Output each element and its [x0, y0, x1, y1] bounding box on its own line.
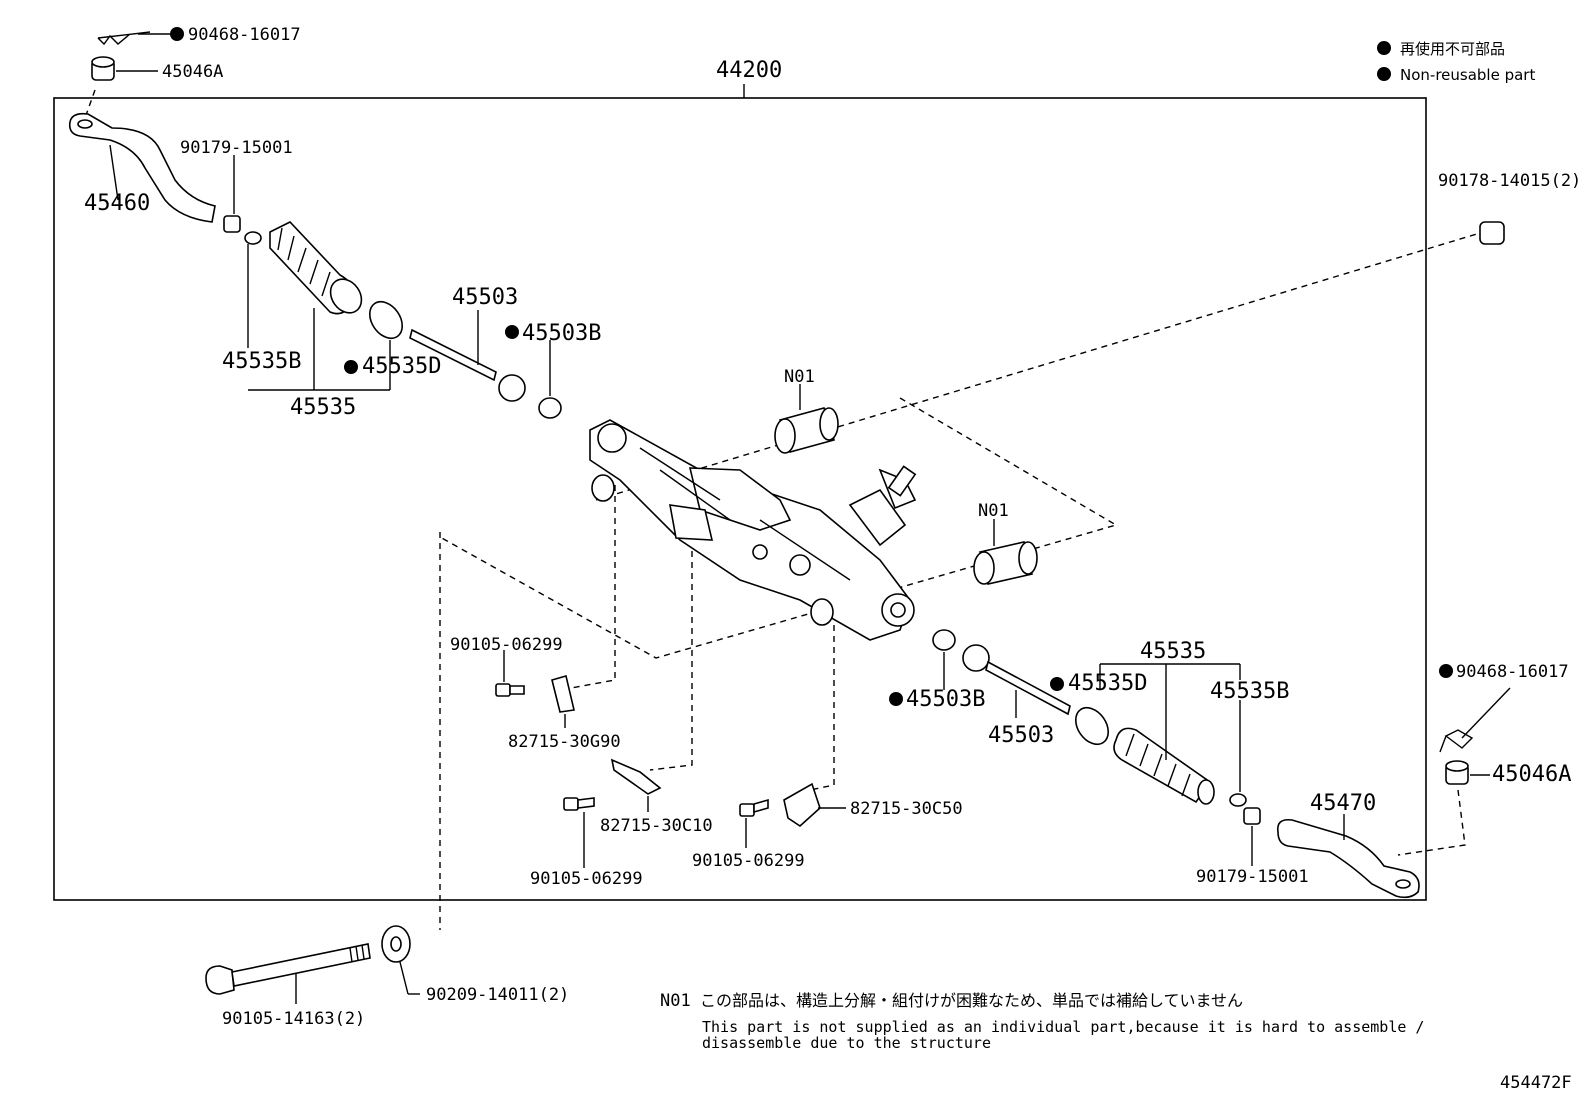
label-45503B-left: 45503B: [522, 321, 601, 346]
claw-washer-left-icon: [538, 397, 562, 419]
bolt-b-icon: [563, 797, 595, 811]
non-reusable-dot-icon: [1377, 67, 1391, 81]
bolt-c-icon: [739, 798, 769, 817]
label-45503-right: 45503: [988, 723, 1054, 748]
washer-90209-icon: [381, 925, 411, 963]
label-90105-14163: 90105-14163(2): [222, 1009, 365, 1029]
long-bolt-icon: [205, 943, 371, 995]
note-en-line2: disassemble due to the structure: [702, 1034, 991, 1052]
lock-nut-right-icon: [1243, 807, 1261, 825]
boot-clip-small-right-icon: [1229, 793, 1247, 807]
note-jp: この部品は、構造上分解・組付けが困難なため、単品では補給していません: [700, 991, 1243, 1010]
legend: 再使用不可部品 Non-reusable part: [1377, 40, 1535, 84]
label-45535D-right: 45535D: [1068, 671, 1147, 696]
bracket-30C10-icon: [610, 758, 662, 795]
castle-nut-right-icon: [1445, 760, 1469, 785]
boot-clip-small-left-icon: [244, 231, 262, 245]
rack-bushing-top-icon: [774, 407, 839, 454]
label-45535B-right: 45535B: [1210, 679, 1289, 704]
tie-rod-end-right-icon: [1276, 818, 1420, 899]
grommet-left-icon: [591, 474, 615, 502]
grommet-right-icon: [810, 598, 834, 626]
label-45535-left: 45535: [290, 395, 356, 420]
note-code: N01: [660, 991, 691, 1011]
label-N01-top: N01: [784, 367, 815, 387]
label-45470: 45470: [1310, 791, 1376, 816]
bolt-a-icon: [495, 683, 525, 697]
n01-note: N01 この部品は、構造上分解・組付けが困難なため、単品では補給していません T…: [660, 991, 1424, 1052]
claw-washer-right-icon: [932, 629, 956, 651]
label-45503-left: 45503: [452, 285, 518, 310]
label-45535B-left: 45535B: [222, 349, 301, 374]
lock-nut-left-icon: [223, 215, 241, 233]
tie-rod-right-icon: [962, 644, 1071, 716]
bracket-30G90-icon: [551, 675, 575, 713]
boot-clamp-large-left-icon: [368, 300, 404, 340]
castle-nut-top-icon: [91, 56, 115, 81]
label-82715-30C10: 82715-30C10: [600, 816, 713, 836]
label-45046A-top: 45046A: [162, 62, 223, 82]
legend-en: Non-reusable part: [1400, 66, 1535, 84]
rack-bushing-bottom-icon: [973, 541, 1038, 585]
label-45046A-right: 45046A: [1492, 762, 1571, 787]
tie-rod-end-left-icon: [68, 112, 216, 223]
label-90105-a: 90105-06299: [450, 635, 563, 655]
assembly-frame: [53, 97, 1427, 901]
label-90105-c: 90105-06299: [692, 851, 805, 871]
nut-right-icon: [1479, 221, 1505, 245]
label-45503B-right: 45503B: [906, 687, 985, 712]
label-82715-30C50: 82715-30C50: [850, 799, 963, 819]
steering-gear-housing-icon: [589, 419, 917, 641]
rack-boot-right-icon: [1113, 727, 1215, 805]
label-N01-bottom: N01: [978, 501, 1009, 521]
cotter-pin-top-icon: [97, 31, 151, 46]
label-45535D-left: 45535D: [362, 354, 441, 379]
label-90179-top: 90179-15001: [180, 138, 293, 158]
note-en-line1: This part is not supplied as an individu…: [702, 1018, 1424, 1036]
label-90179-right: 90179-15001: [1196, 867, 1309, 887]
label-90105-b: 90105-06299: [530, 869, 643, 889]
boot-clamp-large-right-icon: [1074, 706, 1110, 746]
cotter-pin-right-icon: [1439, 729, 1474, 753]
label-82715-30G90: 82715-30G90: [508, 732, 621, 752]
label-90468-right: 90468-16017: [1456, 662, 1569, 682]
legend-jp: 再使用不可部品: [1400, 40, 1505, 58]
label-45460: 45460: [84, 191, 150, 216]
tie-rod-left-icon: [409, 328, 526, 402]
bracket-30C50-icon: [783, 782, 821, 828]
rack-boot-left-icon: [269, 221, 363, 315]
figure-id: 454472F: [1500, 1073, 1572, 1093]
non-reusable-dot-icon: [1377, 41, 1391, 55]
assembly-label: 44200: [716, 58, 782, 83]
label-90468-top: 90468-16017: [188, 25, 301, 45]
label-90178: 90178-14015(2): [1438, 171, 1581, 191]
label-45535-right: 45535: [1140, 639, 1206, 664]
label-90209: 90209-14011(2): [426, 985, 569, 1005]
